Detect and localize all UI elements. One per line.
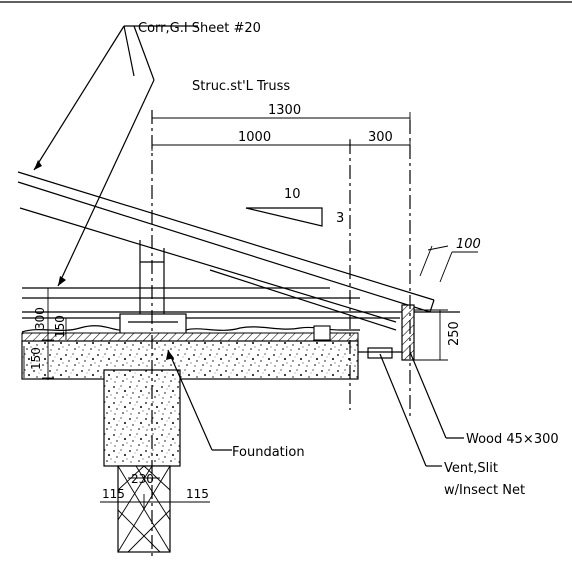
label-wood: Wood 45×300 (466, 432, 559, 447)
floor-finish-hatch (21, 332, 359, 342)
rafter-low (209, 269, 397, 331)
dim-footing-right: 115 (186, 487, 209, 501)
floor-finish-wave (21, 325, 360, 333)
dim-slab-rise: 150 (53, 315, 67, 338)
dimension-1000-300 (151, 139, 411, 151)
left-dimensions (23, 287, 72, 380)
fascia-dimension (414, 309, 448, 361)
leader-wood (409, 351, 464, 439)
trim-callout (419, 245, 478, 283)
slab-block (313, 325, 331, 341)
label-truss: Struc.st'L Truss (192, 79, 290, 94)
label-roof-sheet: Corr,G.I Sheet #20 (138, 21, 261, 36)
fascia-wood-board (401, 304, 415, 361)
dim-fascia-height: 250 (447, 321, 462, 346)
dim-rafter-height: 300 (33, 307, 47, 330)
label-vent-line2: w/Insect Net (444, 483, 525, 498)
leader-foundation (166, 349, 232, 451)
foundation-stem-cross (117, 465, 171, 553)
footing-dimensions (100, 477, 210, 510)
dimension-1300 (151, 112, 411, 124)
leader-roof-sheet (33, 25, 198, 287)
dim-trim: 100 (456, 237, 481, 252)
leader-vent (379, 353, 442, 467)
label-foundation: Foundation (232, 445, 305, 460)
dim-inner-width: 1000 (238, 130, 271, 145)
roof-assembly (17, 171, 435, 331)
vent-slit-box (367, 347, 393, 359)
truss-beam-lines (22, 287, 460, 319)
slope-run: 10 (284, 187, 301, 202)
dim-eave-width: 300 (368, 130, 393, 145)
rafter-bottom (19, 207, 397, 323)
slope-triangle (245, 207, 323, 227)
roof-sheet-bottom (17, 181, 431, 313)
roof-sheet-top (17, 171, 435, 301)
dim-total-width: 1300 (268, 103, 301, 118)
concrete-slab (21, 340, 359, 380)
dim-slab-thickness: 150 (29, 347, 43, 370)
label-vent-line1: Vent,Slit (444, 461, 498, 476)
dim-footing-left: 115 (102, 487, 125, 501)
slope-rise: 3 (336, 211, 344, 226)
dim-footing-width: 230 (131, 472, 154, 486)
truss-base-plate (119, 313, 187, 335)
foundation-footing (103, 369, 181, 467)
